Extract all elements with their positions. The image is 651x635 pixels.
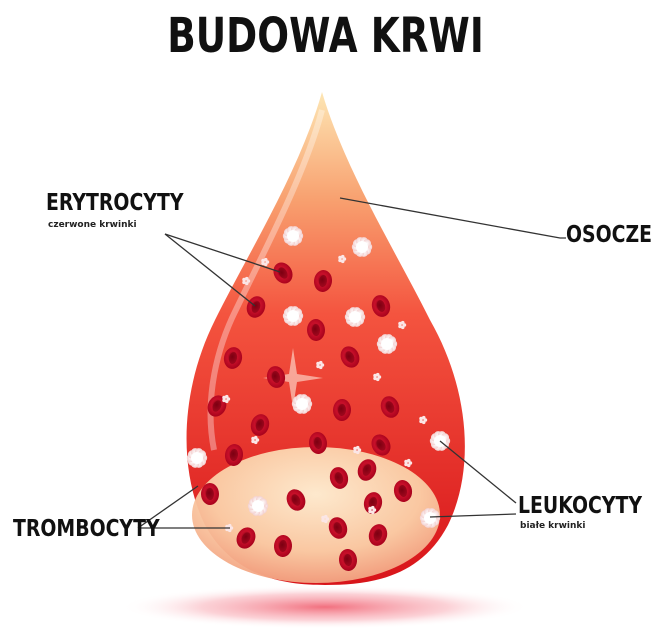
leukocyte: [248, 496, 268, 516]
label-trombocyty: TROMBOCYTY: [13, 516, 160, 542]
label-osocze: OSOCZE: [566, 222, 651, 248]
label-erytrocyty-sub: czerwone krwinki: [48, 220, 137, 230]
plasma-surface: [192, 447, 440, 583]
leukocyte: [345, 307, 365, 327]
label-leukocyty: LEUKOCYTY: [518, 493, 642, 519]
leukocyte: [352, 237, 372, 257]
label-leukocyty-sub: białe krwinki: [520, 521, 585, 531]
leukocyte: [283, 226, 303, 246]
leukocyte: [420, 508, 440, 528]
leukocyte: [187, 448, 207, 468]
leukocyte: [377, 334, 397, 354]
leukocyte: [292, 394, 312, 414]
label-erytrocyty: ERYTROCYTY: [46, 190, 183, 216]
leukocyte: [283, 306, 303, 326]
drop-shadow: [120, 585, 530, 629]
